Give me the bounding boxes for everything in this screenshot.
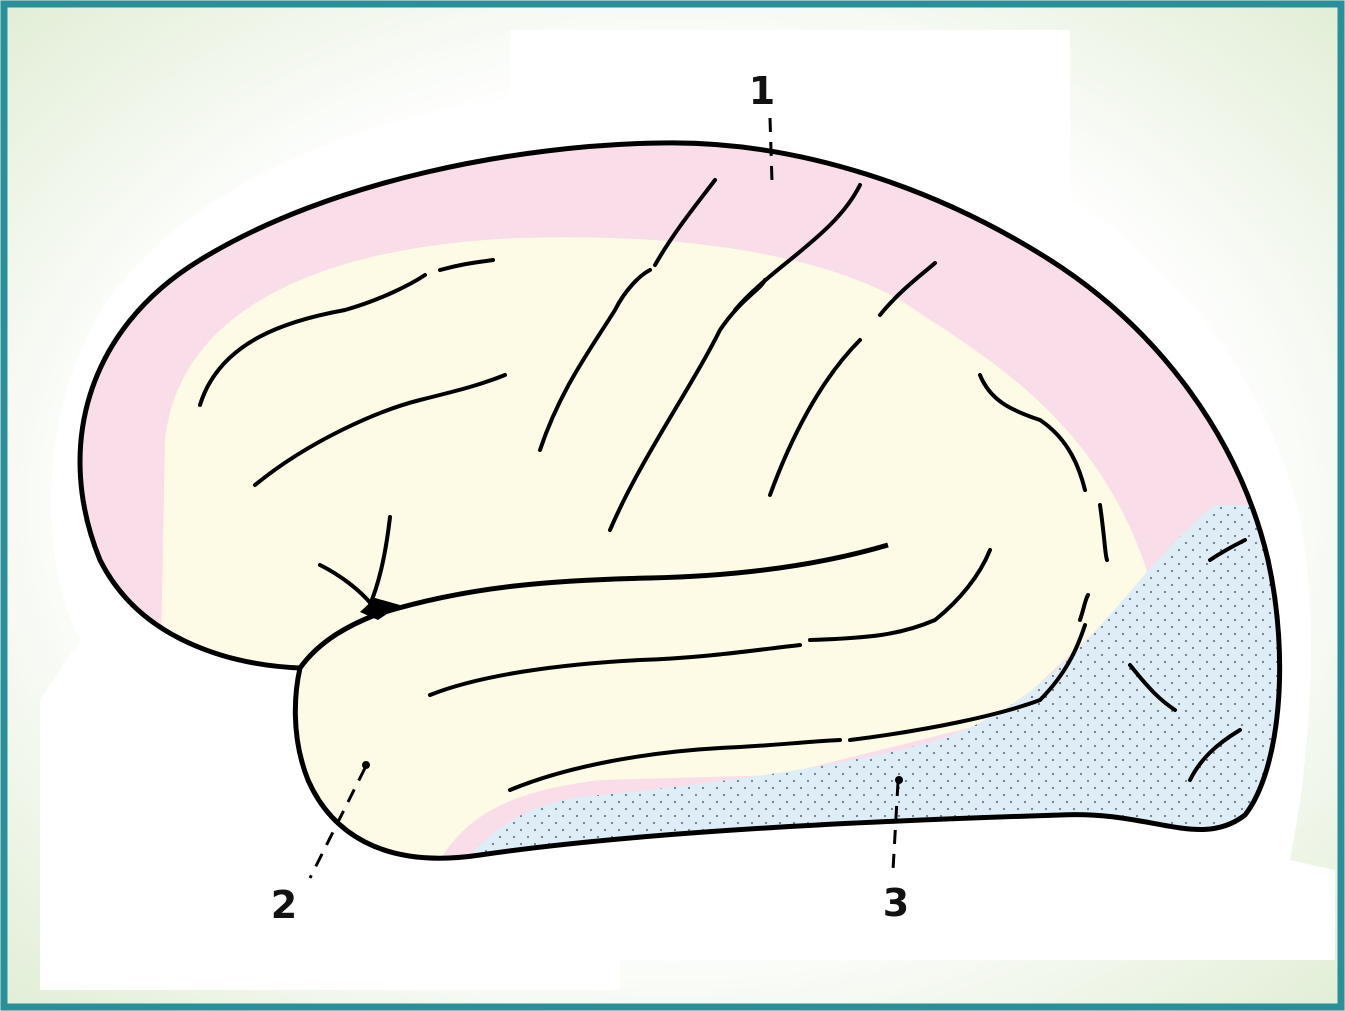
label-region-2: 2 [271, 883, 297, 927]
leader-line-1 [770, 118, 772, 182]
label-region-1: 1 [749, 69, 775, 113]
anchor-dot-3 [895, 776, 903, 784]
anchor-dot-2 [362, 761, 370, 769]
label-region-3: 3 [883, 881, 909, 925]
